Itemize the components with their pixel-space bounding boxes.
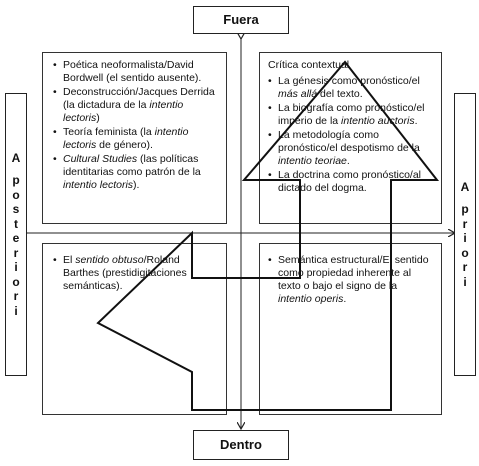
- a-priori-letter: o: [461, 245, 469, 260]
- quadrant-bottom-right: Semántica estructural/El sentido como pr…: [259, 243, 442, 415]
- a-posteriori-letter: t: [14, 216, 18, 231]
- quadrant-top-right-item: La metodología como pronóstico/el despot…: [268, 129, 433, 168]
- a-posteriori-letter: A: [11, 150, 21, 165]
- quadrant-top-left-list: Poética neoformalista/David Bordwell (el…: [53, 59, 217, 192]
- quadrant-top-left-item: Cultural Studies (las políticas identita…: [53, 153, 217, 192]
- a-priori-letter: i: [463, 274, 467, 289]
- label-dentro-text: Dentro: [220, 437, 262, 452]
- a-priori-letter: i: [463, 231, 467, 246]
- quadrant-top-left: Poética neoformalista/David Bordwell (el…: [42, 52, 227, 224]
- a-posteriori-letter: r: [13, 245, 19, 260]
- a-posteriori-letter: o: [12, 187, 20, 202]
- label-dentro: Dentro: [193, 430, 289, 460]
- a-posteriori-letter: r: [13, 289, 19, 304]
- quadrant-top-left-item: Poética neoformalista/David Bordwell (el…: [53, 59, 217, 85]
- a-priori-letter: p: [461, 202, 469, 217]
- quadrant-top-left-item: Deconstrucción/Jacques Derrida (la dicta…: [53, 86, 217, 125]
- a-posteriori-letter: o: [12, 274, 20, 289]
- quadrant-top-right: Crítica contextual La génesis como pronó…: [259, 52, 442, 224]
- quadrant-top-right-item: La génesis como pronóstico/el más allá d…: [268, 75, 433, 101]
- quadrant-bottom-left: El sentido obtuso/Roland Barthes (presti…: [42, 243, 227, 415]
- a-posteriori-letter: p: [12, 173, 20, 188]
- a-posteriori-letter: i: [14, 260, 18, 275]
- a-priori-letter: r: [462, 260, 468, 275]
- a-posteriori-letter: s: [12, 202, 20, 217]
- a-posteriori-letter: e: [12, 231, 20, 246]
- quadrant-bottom-left-list: El sentido obtuso/Roland Barthes (presti…: [53, 254, 217, 293]
- label-fuera: Fuera: [193, 6, 289, 34]
- big-flow-arrow: [96, 60, 440, 411]
- a-priori-letter: A: [460, 179, 470, 194]
- a-posteriori-letter: i: [14, 303, 18, 318]
- quadrant-bottom-left-item: El sentido obtuso/Roland Barthes (presti…: [53, 254, 217, 293]
- quadrant-top-left-item: Teoría feminista (la intentio lectoris d…: [53, 126, 217, 152]
- quadrant-top-right-title: Crítica contextual: [268, 59, 350, 71]
- a-priori-letter: r: [462, 216, 468, 231]
- label-fuera-text: Fuera: [223, 12, 259, 27]
